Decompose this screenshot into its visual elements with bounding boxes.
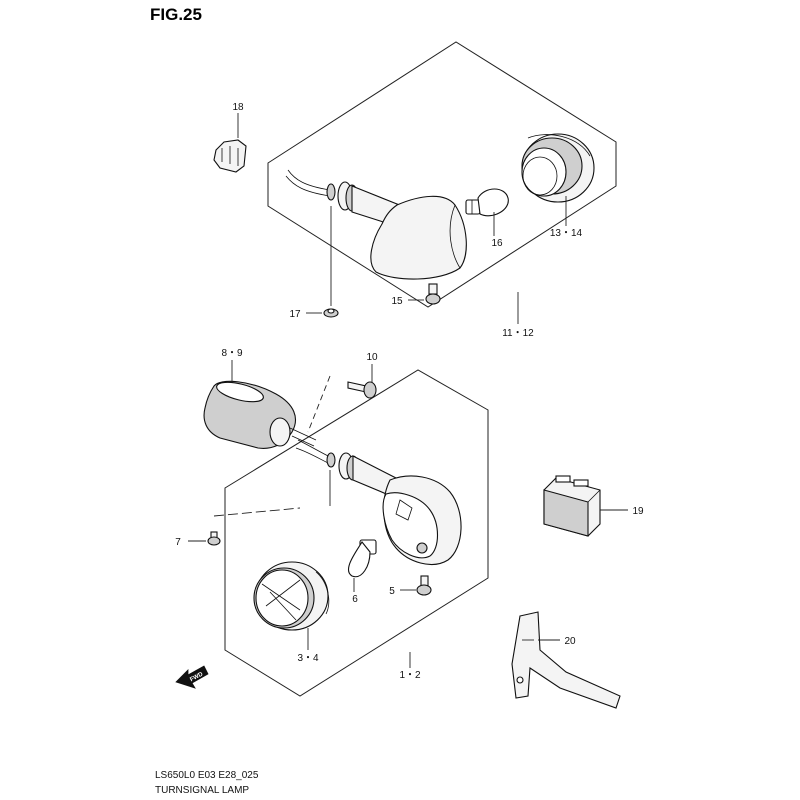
- callout-10: 10: [366, 352, 378, 363]
- nut-7: [207, 531, 221, 546]
- callout-13-14: 13・14: [550, 228, 583, 239]
- callout-5: 5: [389, 586, 395, 597]
- callout-3-4: 3・4: [297, 653, 319, 664]
- bolt-10: [347, 381, 377, 399]
- wire-harness-upper: [285, 169, 331, 197]
- callout-20: 20: [564, 636, 576, 647]
- callout-17: 17: [289, 309, 301, 320]
- screw-5: [416, 575, 432, 596]
- bracket-20: [511, 611, 621, 709]
- callout-15: 15: [391, 296, 403, 307]
- screw-15: [425, 283, 441, 305]
- bulb-6: [347, 539, 377, 578]
- callout-6: 6: [352, 594, 358, 605]
- lower-assembly-box: [224, 369, 489, 697]
- callout-7: 7: [175, 537, 181, 548]
- dash-leader-bolt: [307, 375, 331, 433]
- nut-17: [323, 308, 339, 318]
- callout-8-9: 8・9: [221, 348, 243, 359]
- model-code: LS650L0 E03 E28_025: [155, 770, 259, 781]
- bracket-8-9: [203, 380, 317, 449]
- relay-19: [543, 475, 601, 537]
- lens-3-4: [253, 561, 330, 631]
- callout-18: 18: [232, 102, 244, 113]
- callout-16: 16: [491, 238, 503, 249]
- callout-11-12: 11・12: [502, 328, 534, 339]
- callout-1-2: 1・2: [399, 670, 421, 681]
- figure-caption: TURNSIGNAL LAMP: [155, 785, 249, 796]
- turnsignal-housing-lower: [326, 452, 462, 565]
- fwd-arrow-icon: FWD: [175, 665, 209, 689]
- bulb-16: [465, 188, 509, 217]
- turnsignal-housing-upper: [351, 185, 467, 280]
- figure-title: FIG.25: [150, 5, 202, 24]
- callout-19: 19: [632, 506, 644, 517]
- dash-leader-nut: [213, 507, 301, 517]
- upper-assembly-box: [267, 41, 617, 308]
- clamp-18: [213, 139, 247, 173]
- lens-13-14: [521, 133, 595, 203]
